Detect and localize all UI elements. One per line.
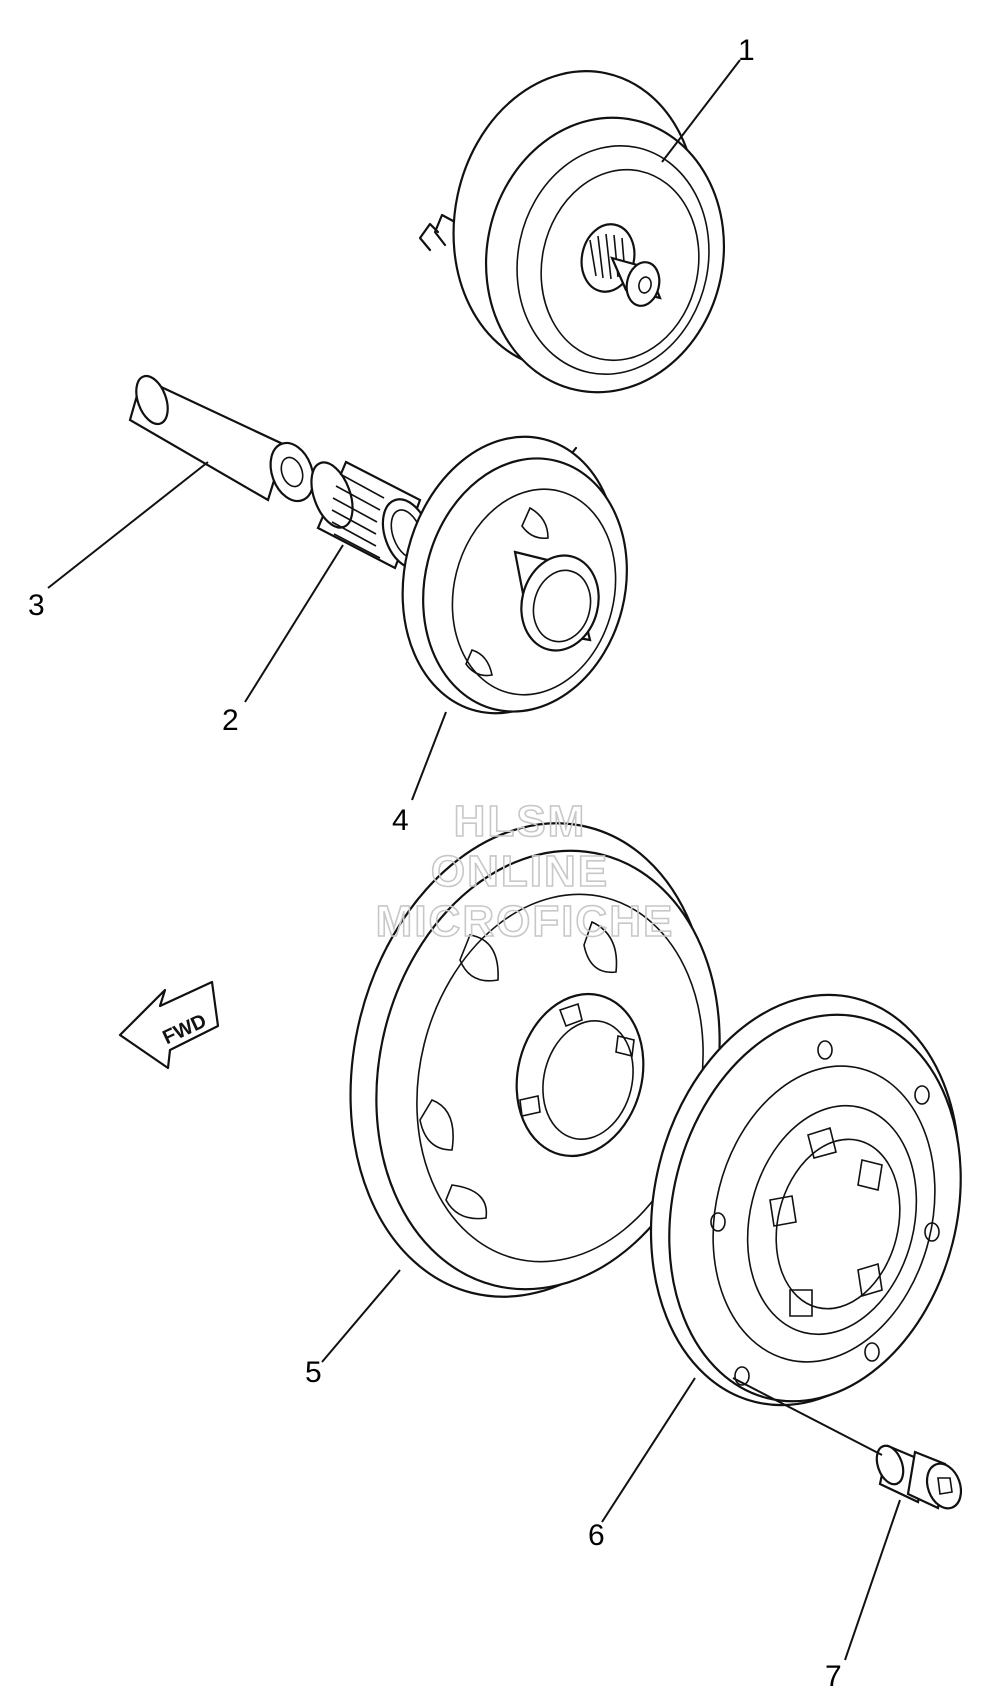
callout-4: 4 [392,804,409,837]
part-3-shaft [128,374,315,503]
part-1-idler-gear [418,70,726,394]
watermark-line-3: MICROFICHE [376,897,675,946]
callout-3: 3 [28,589,45,622]
callout-2: 2 [222,704,239,737]
part-5-large-gear [349,822,721,1298]
part-7-bolt [875,1444,963,1510]
callout-5: 5 [305,1356,322,1389]
part-4-gear [401,435,628,715]
watermark-line-1: HLSM [454,797,587,846]
callout-1: 1 [738,34,755,67]
part-6-one-way-clutch [649,993,962,1407]
callout-7: 7 [825,1660,842,1693]
watermark-line-2: ONLINE [431,847,609,896]
leader-lines [47,59,901,1661]
callout-6: 6 [588,1519,605,1552]
fwd-direction-arrow: FWD [118,980,220,1070]
watermark: HLSM ONLINE MICROFICHE [375,796,675,947]
